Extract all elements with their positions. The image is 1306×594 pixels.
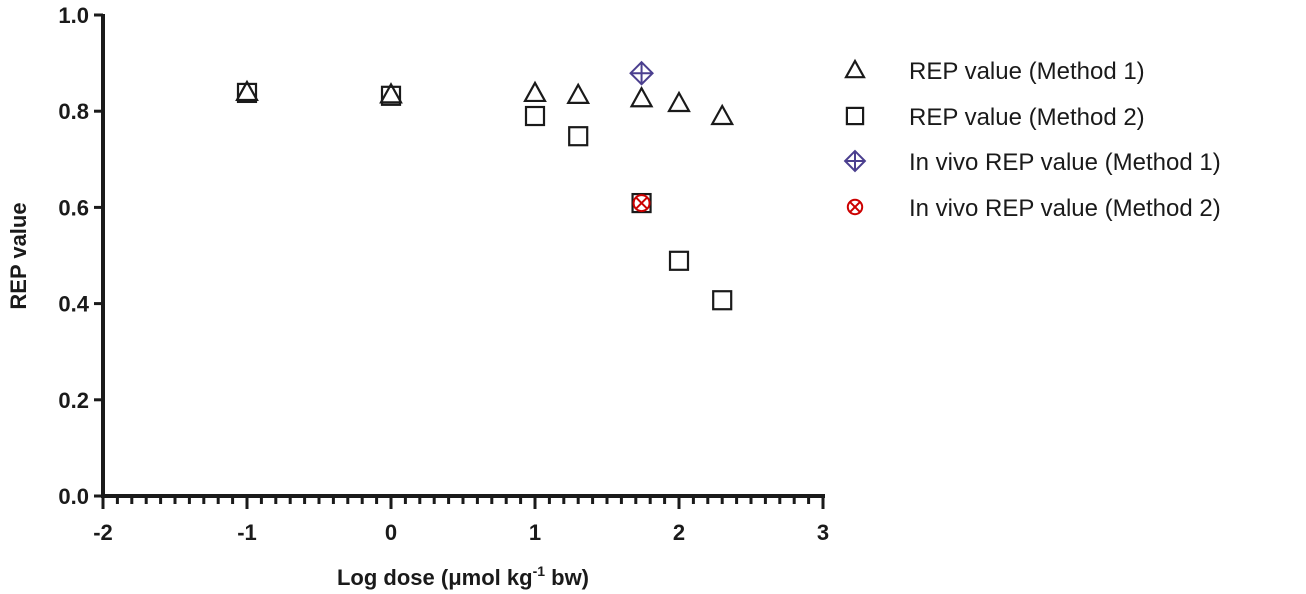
y-tick-label: 0.0 [58,484,89,509]
y-tick-label: 0.2 [58,388,89,413]
diamond-plus-marker-icon [843,149,867,173]
x-tick-label: 0 [385,520,397,545]
legend-item: In vivo REP value (Method 2) [846,195,1221,222]
circle-x-marker-icon [632,194,651,213]
y-tick-label: 1.0 [58,3,89,28]
x-axis-title: Log dose (μmol kg-1 bw) [337,563,589,590]
x-tick-label: 3 [817,520,829,545]
legend-item: REP value (Method 2) [845,104,1145,131]
legend-label: In vivo REP value (Method 2) [909,195,1221,222]
diamond-plus-marker-icon [629,60,654,86]
legend-item: In vivo REP value (Method 1) [843,149,1221,176]
triangle-marker-icon [235,79,259,102]
legend: REP value (Method 1) REP value (Method 2)… [843,58,1221,222]
y-tick-label: 0.4 [58,292,89,317]
triangle-marker-icon [566,82,591,104]
x-tick-label: 1 [529,520,541,545]
triangle-marker-icon [523,80,547,103]
triangle-marker-icon [710,103,735,126]
square-marker-icon [712,290,733,311]
square-marker-icon [668,250,690,271]
y-axis-title: REP value [6,202,31,309]
square-marker-icon [845,106,865,126]
data-points [235,60,735,311]
square-marker-icon [524,105,546,127]
y-tick-label: 0.6 [58,195,89,220]
circle-x-marker-icon [846,198,864,216]
triangle-marker-icon [844,58,866,79]
triangle-marker-icon [379,82,403,104]
triangle-marker-icon [629,85,654,108]
legend-label: REP value (Method 2) [909,104,1145,131]
axes: 0.0 0.2 0.4 0.6 0.8 1.0 -2 -1 0 1 2 3 [58,3,829,545]
square-marker-icon [380,85,402,106]
y-tick-label: 0.8 [58,99,89,124]
x-tick-label: -2 [93,520,113,545]
x-tick-label: 2 [673,520,685,545]
square-marker-icon [568,126,589,147]
legend-label: REP value (Method 1) [909,58,1145,85]
legend-item: REP value (Method 1) [844,58,1145,85]
x-tick-label: -1 [237,520,257,545]
legend-label: In vivo REP value (Method 1) [909,149,1221,176]
square-marker-icon [236,82,258,104]
triangle-marker-icon [667,90,691,113]
